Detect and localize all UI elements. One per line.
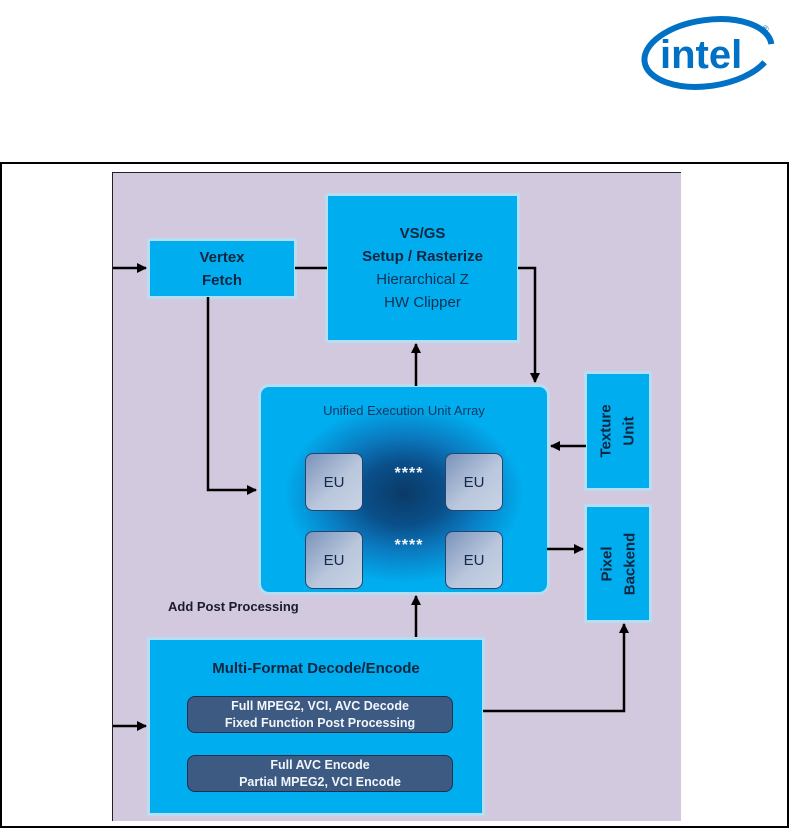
vertex-fetch-line-1: Vertex	[199, 248, 245, 266]
add-post-processing-label: Add Post Processing	[168, 599, 299, 614]
pixel-backend-line-1: Pixel	[598, 545, 615, 582]
more-units-ellipsis: ****	[394, 537, 424, 554]
execution-unit: EU	[445, 453, 503, 511]
texture-unit-label: Texture Unit	[595, 404, 641, 457]
decode-line-1: Full MPEG2, VCI, AVC Decode	[231, 698, 409, 713]
vs-gs-block: VS/GS Setup / Rasterize Hierarchical Z H…	[328, 196, 517, 340]
execution-unit: EU	[305, 453, 363, 511]
execution-array-title: Unified Execution Unit Array	[323, 403, 485, 418]
hierarchical-z-label: Hierarchical Z	[376, 271, 469, 288]
execution-unit: EU	[445, 531, 503, 589]
texture-unit-block: Texture Unit	[587, 374, 649, 488]
pixel-backend-label: Pixel Backend	[595, 532, 641, 595]
figure-frame	[0, 162, 789, 828]
multi-format-decode-encode-block: Multi-Format Decode/Encode Full MPEG2, V…	[150, 640, 482, 813]
unified-execution-unit-array: Unified Execution Unit Array EU EU EU EU…	[261, 387, 547, 592]
encode-line-1: Full AVC Encode	[270, 757, 370, 772]
vertex-fetch-block: Vertex Fetch	[150, 241, 294, 296]
texture-unit-line-1: Texture	[597, 404, 615, 458]
setup-rasterize-label: Setup / Rasterize	[362, 248, 483, 265]
texture-unit-line-2: Unit	[620, 416, 638, 446]
decode-block: Full MPEG2, VCI, AVC Decode Fixed Functi…	[187, 696, 453, 733]
logo-registered: ®	[762, 24, 769, 34]
decode-line-2: Fixed Function Post Processing	[224, 715, 416, 730]
execution-unit: EU	[305, 531, 363, 589]
encode-line-2: Partial MPEG2, VCI Encode	[239, 774, 401, 789]
hw-clipper-label: HW Clipper	[384, 294, 461, 311]
logo-text: intel	[660, 33, 742, 77]
intel-logo: intel ®	[641, 16, 775, 90]
pixel-backend-block: Pixel Backend	[587, 507, 649, 620]
more-units-ellipsis: ****	[394, 465, 424, 482]
vertex-fetch-line-2: Fetch	[201, 271, 242, 289]
encode-block: Full AVC Encode Partial MPEG2, VCI Encod…	[187, 755, 453, 792]
media-block-title: Multi-Format Decode/Encode	[212, 660, 420, 677]
vs-gs-title: VS/GS	[399, 225, 446, 242]
pixel-backend-line-2: Backend	[621, 532, 638, 595]
logo-swoosh	[641, 16, 775, 90]
